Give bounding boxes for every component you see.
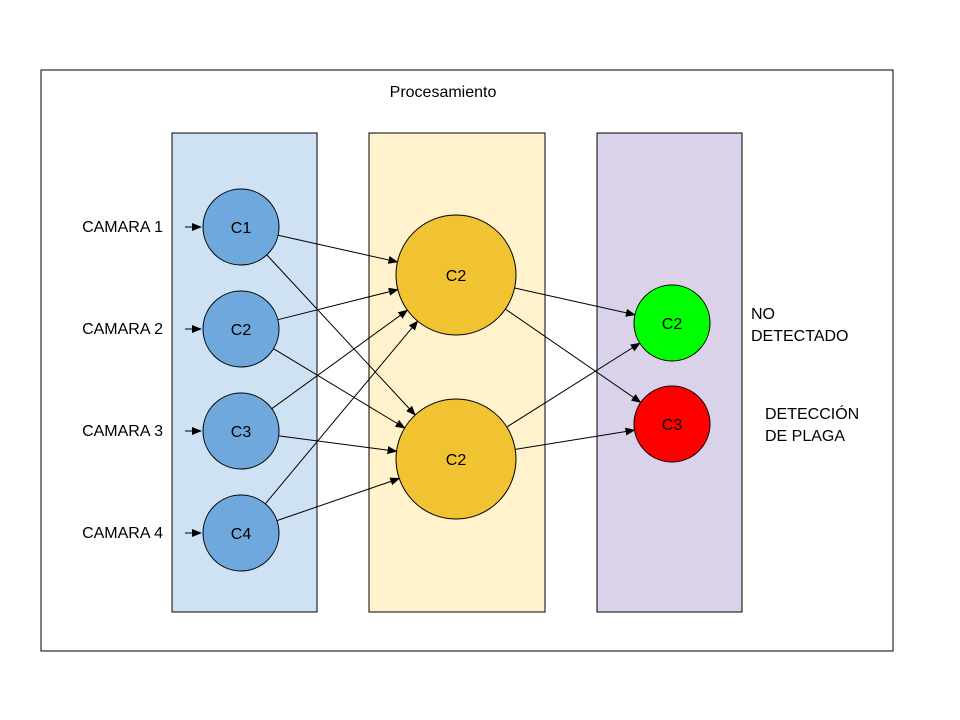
node-layer3-1: C2 (633, 284, 711, 362)
node-layer1-3: C3 (202, 392, 280, 470)
node-label: C3 (662, 417, 683, 434)
node-label: C3 (231, 424, 252, 441)
node-circle (202, 290, 280, 368)
connection-arrow-l1n4-to-l2n2 (276, 477, 401, 522)
layer-panel-2 (368, 132, 546, 613)
node-label: C2 (446, 268, 467, 285)
node-label: C2 (231, 322, 252, 339)
node-layer1-2: C2 (202, 290, 280, 368)
node-label: C2 (662, 316, 683, 333)
connection-arrow-l1n3-to-l2n2 (278, 435, 398, 455)
output-label-line: DE PLAGA (765, 428, 845, 445)
connection-arrow-l1n1-to-l2n2 (266, 254, 416, 416)
node-label: C2 (446, 452, 467, 469)
node-layer2-2: C2 (395, 398, 517, 520)
output-label-line: DETECCIÓN (765, 404, 859, 423)
node-circle (202, 188, 280, 266)
connection-arrow-l2n2-to-l3n1 (506, 342, 641, 428)
input-label-camara-2: CAMARA 2 (82, 321, 163, 338)
input-label-camara-3: CAMARA 3 (82, 423, 163, 440)
connection-arrow-l2n1-to-l3n2 (505, 308, 642, 403)
node-circle (633, 284, 711, 362)
node-label: C4 (231, 526, 252, 543)
connection-arrow-l1n4-to-l2n1 (264, 320, 419, 505)
input-label-camara-1: CAMARA 1 (82, 219, 163, 236)
connection-arrow-l1n3-to-l2n1 (271, 309, 409, 410)
node-circle (202, 494, 280, 572)
node-layer2-1: C2 (395, 214, 517, 336)
output-label-line: DETECTADO (751, 328, 848, 345)
connection-arrow-l2n1-to-l3n1 (514, 287, 636, 317)
output-label-1: NO DETECTADO (751, 306, 848, 345)
connection-arrow-l2n2-to-l3n2 (515, 427, 636, 450)
output-label-2: DETECCIÓN DE PLAGA (765, 404, 859, 445)
input-label-camara-4: CAMARA 4 (82, 525, 163, 542)
node-circle (202, 392, 280, 470)
node-label: C1 (231, 220, 252, 237)
node-layer1-4: C4 (202, 494, 280, 572)
output-label-line: NO (751, 306, 775, 323)
layer-panel-3 (596, 132, 743, 613)
node-circle (395, 398, 517, 520)
connection-arrow-l1n2-to-l2n1 (277, 287, 399, 321)
connection-arrow-l1n2-to-l2n2 (273, 348, 406, 429)
connection-arrow-l1n1-to-l2n1 (277, 234, 399, 264)
node-circle (633, 385, 711, 463)
node-layer1-1: C1 (202, 188, 280, 266)
node-circle (395, 214, 517, 336)
diagram-title: Procesamiento (390, 84, 497, 101)
node-layer3-2: C3 (633, 385, 711, 463)
